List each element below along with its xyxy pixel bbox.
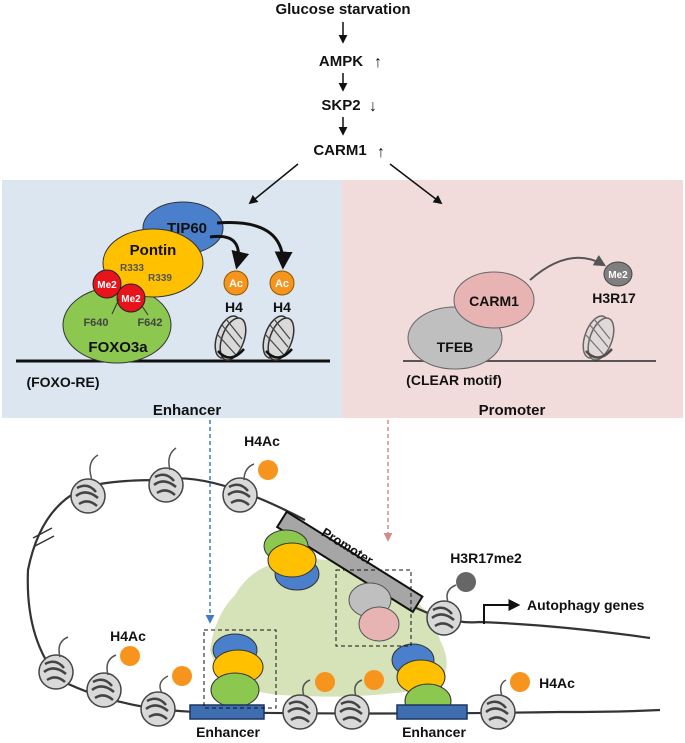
enhancer-title: Enhancer [153,402,222,419]
me2-mark-a [92,269,122,299]
f642-label: F642 [137,317,162,329]
enhancer-region-2 [396,704,468,720]
acetyl-mark [258,460,278,480]
me2-mark-b [116,283,146,313]
pontin-complex [267,542,317,578]
nucleosome [85,671,123,709]
carm1-complex [358,606,400,642]
promoter-title: Promoter [479,402,546,419]
h3r17-label: H3R17 [592,290,636,306]
nucleosome [69,477,107,515]
nucleosome [333,693,371,731]
nucleosome [479,693,517,731]
enhancer-zoom-box [203,629,277,709]
tfeb-label: TFEB [437,339,474,355]
foxo3a-label: FOXO3a [88,339,148,356]
acetyl-mark [172,666,192,686]
r339-label: R339 [148,273,172,284]
ac-mark-1 [223,270,249,296]
acetylation-arrow-1 [209,234,250,270]
methylation-arrow [529,254,607,281]
autophagy-genes-label: Autophagy genes [527,597,645,613]
f640-label: F640 [83,317,108,329]
h4-label-2: H4 [273,299,291,315]
nucleosome [37,653,75,691]
enhancer-region-1 [189,704,265,720]
pathway-step-4: CARM1 [313,142,366,159]
methyl-mark [456,572,476,592]
pathway-step-3: SKP2 [321,97,360,114]
nucleosome [221,476,259,514]
me2-mark-promoter [603,261,633,287]
promoter-region [275,510,424,614]
histone-tail [58,447,507,697]
arrow-to-promoter [389,163,443,205]
carm1-up-arrow: ↑ [377,144,385,161]
ampk-up-arrow: ↑ [374,54,382,71]
me2-label-b: Me2 [121,294,141,305]
ac-label-2: Ac [275,278,289,290]
tss-arrow [483,599,521,624]
acetyl-mark [315,672,335,692]
acetyl-mark [510,672,530,692]
h4-label-1: H4 [225,299,243,315]
enhancer-label-1: Enhancer [196,724,260,740]
nucleosome [281,693,319,731]
h4ac-right-label: H4Ac [539,675,575,691]
nucleosome [147,466,185,504]
arrow-to-enhancer [248,163,299,205]
interaction-lines [111,298,149,316]
enhancer-label-2: Enhancer [402,724,466,740]
break-mark [32,527,55,547]
foxo3a-complex-enh1 [210,672,260,708]
me2-label-promoter: Me2 [608,270,628,281]
clear-motif-label: (CLEAR motif) [406,372,502,388]
skp2-down-arrow: ↓ [369,98,377,115]
h3r17me2-label: H3R17me2 [450,550,522,566]
acetyl-mark [120,646,140,666]
nucleosome [139,690,177,728]
ac-label-1: Ac [229,278,243,290]
pontin-protein [102,228,204,298]
pathway-step-2: AMPK [319,53,363,70]
acetylation-arrow-2 [216,221,293,270]
h4ac-left-label: H4Ac [110,628,146,644]
pathway-step-1: Glucose starvation [275,1,410,18]
h4ac-top-label: H4Ac [244,433,280,449]
carm1-protein [453,271,535,329]
r333-label: R333 [120,263,144,274]
me2-label-a: Me2 [97,280,117,291]
nucleosome [425,599,463,637]
foxo-re-label: (FOXO-RE) [26,374,99,390]
acetyl-mark [364,670,384,690]
pontin-label: Pontin [130,242,177,259]
promoter-zoom-box [335,569,412,647]
carm1-label: CARM1 [469,293,519,309]
ac-mark-2 [269,270,295,296]
